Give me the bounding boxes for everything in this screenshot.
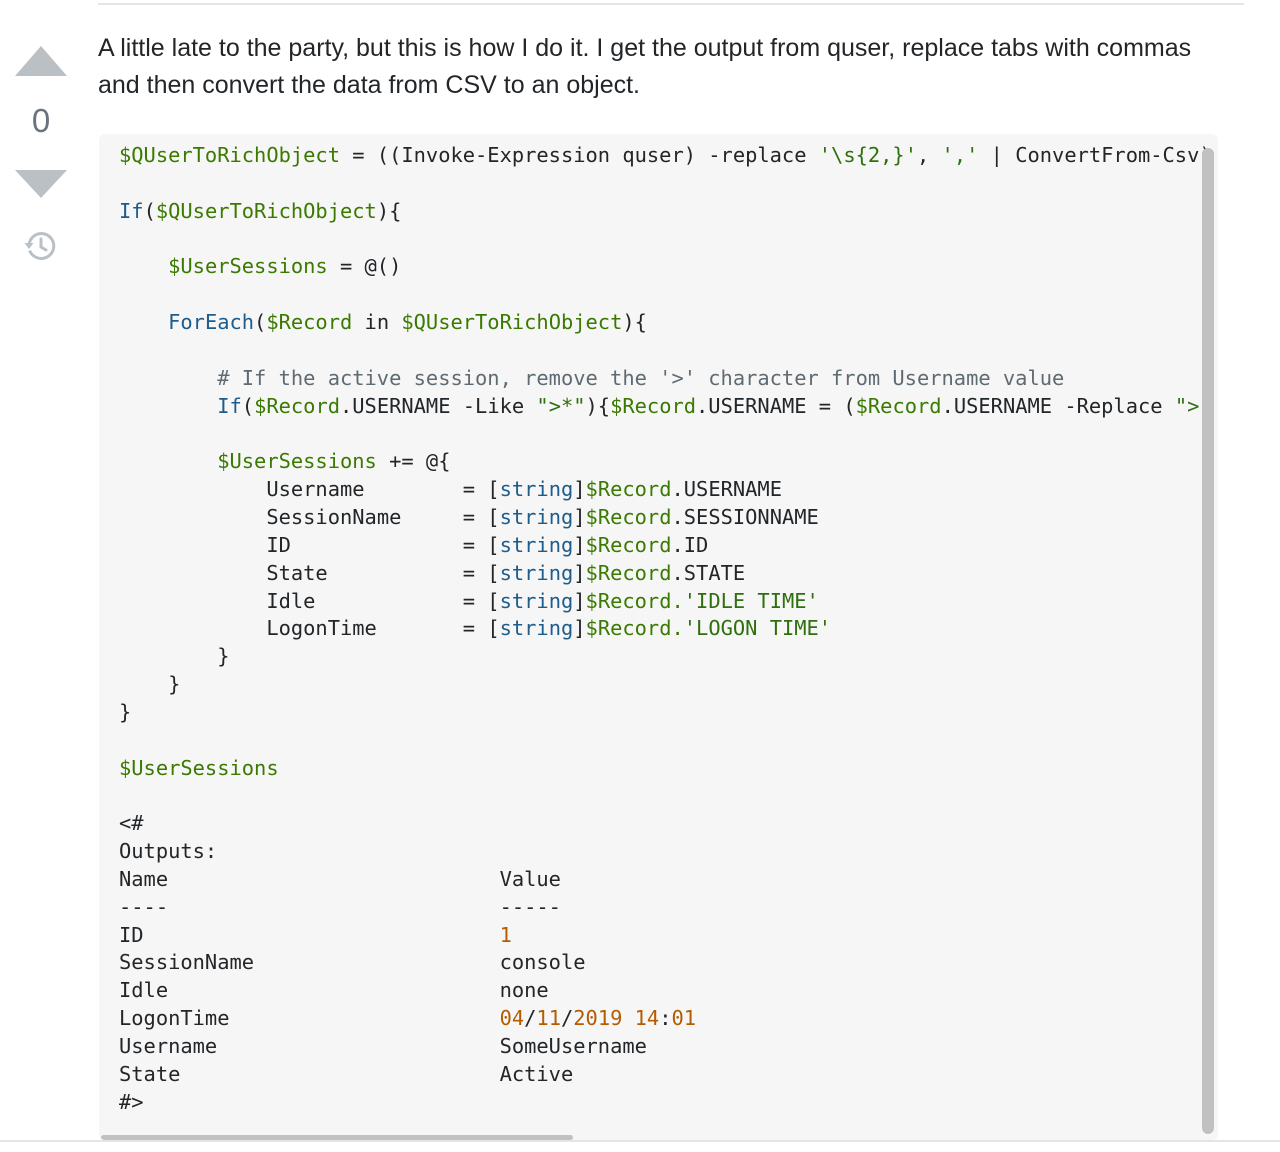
code-token: ){ <box>585 393 611 418</box>
code-token: $Record <box>266 310 353 335</box>
output-col-rule: ----- <box>499 894 561 919</box>
code-token: .USERNAME -Like <box>340 393 537 418</box>
code-token: $QUserToRichObject <box>155 198 377 223</box>
code-token: ( <box>241 393 255 418</box>
hashtable-key: SessionName <box>266 504 402 529</box>
downvote-arrow-icon[interactable] <box>15 170 67 198</box>
code-token: . <box>671 616 684 641</box>
code-token: #> <box>119 1089 144 1114</box>
output-name: ID <box>119 922 144 947</box>
upvote-arrow-icon[interactable] <box>15 46 67 76</box>
history-icon[interactable] <box>24 230 56 262</box>
code-token: 'LOGON TIME' <box>683 616 832 641</box>
output-value: 01 <box>671 1006 697 1031</box>
output-col-header: Value <box>499 866 561 891</box>
code-token: $UserSessions <box>168 254 328 279</box>
code-token: | ConvertFrom-Csv) <box>978 143 1212 167</box>
output-name: Username <box>119 1034 218 1058</box>
code-token: ">*" <box>536 393 586 418</box>
output-value: Active <box>499 1061 574 1086</box>
code-token: ( <box>254 310 267 335</box>
code-token: $QUserToRichObject <box>119 143 340 167</box>
type-token: string <box>499 588 574 613</box>
output-name: LogonTime <box>119 1006 230 1031</box>
code-token: .STATE <box>671 560 746 585</box>
code-token: .USERNAME <box>671 477 782 502</box>
output-value: none <box>499 978 549 1003</box>
code-token: Outputs: <box>119 839 218 864</box>
horizontal-scrollbar[interactable] <box>101 1135 573 1140</box>
code-token: $Record <box>585 532 672 557</box>
vertical-scrollbar[interactable] <box>1202 148 1214 1134</box>
code-comment: # If the active session, remove the '>' … <box>217 365 1065 390</box>
code-token: $Record <box>585 504 672 529</box>
output-value: 04 <box>499 1006 525 1031</box>
output-col-header: Name <box>119 866 169 891</box>
code-token: $UserSessions <box>119 755 279 780</box>
code-listing: $QUserToRichObject = ((Invoke-Expression… <box>119 143 1212 1114</box>
code-token: $QUserToRichObject <box>401 310 623 335</box>
hashtable-key: Idle <box>266 588 316 613</box>
output-value: SomeUsername <box>499 1034 647 1058</box>
output-value: console <box>499 950 586 975</box>
code-token: . <box>671 588 684 613</box>
code-token: $Record <box>585 560 672 585</box>
code-token: += @{ <box>376 449 451 474</box>
code-token: If <box>217 393 242 418</box>
hashtable-key: Username <box>266 477 365 502</box>
code-token: $Record <box>585 616 672 641</box>
code-token: , <box>916 143 942 167</box>
type-token: string <box>499 616 574 641</box>
output-value: 11 <box>536 1006 561 1031</box>
code-token: $Record <box>585 588 672 613</box>
code-token: .SESSIONNAME <box>671 504 819 529</box>
output-value: 14 <box>634 1006 660 1031</box>
code-token: 'IDLE TIME' <box>683 588 819 613</box>
code-token: $Record <box>855 393 942 418</box>
code-token: .USERNAME -Replace <box>941 393 1175 418</box>
code-token: <# <box>119 811 144 836</box>
type-token: string <box>499 560 574 585</box>
hashtable-key: LogonTime <box>266 616 377 641</box>
output-col-rule: ---- <box>119 894 169 919</box>
output-name: SessionName <box>119 950 255 975</box>
output-value: 1 <box>499 922 512 947</box>
code-token: $Record <box>610 393 697 418</box>
type-token: string <box>499 477 574 502</box>
code-token: ){ <box>376 198 402 223</box>
output-name: Idle <box>119 978 169 1003</box>
code-token: ',' <box>941 143 979 167</box>
code-token: ){ <box>622 310 647 335</box>
code-token: $Record <box>585 477 672 502</box>
code-token: $UserSessions <box>217 449 377 474</box>
code-token: in <box>352 310 402 335</box>
hashtable-key: State <box>266 560 328 585</box>
code-token: If <box>119 198 144 223</box>
code-token: .USERNAME = ( <box>696 393 856 418</box>
vote-count: 0 <box>31 102 51 139</box>
code-token: = @() <box>327 254 402 279</box>
top-divider <box>98 3 1244 5</box>
code-token: ForEach <box>168 310 255 335</box>
type-token: string <box>499 532 574 557</box>
code-token: = ((Invoke-Expression quser) -replace <box>339 143 819 167</box>
hashtable-key: ID <box>266 532 291 557</box>
type-token: string <box>499 504 574 529</box>
code-token: .ID <box>671 532 709 557</box>
output-name: State <box>119 1061 181 1086</box>
code-token: '\s{2,}' <box>818 143 917 167</box>
output-value: 2019 <box>573 1006 623 1031</box>
answer-body-text: A little late to the party, but this is … <box>98 34 1192 99</box>
bottom-divider <box>0 1140 1280 1142</box>
code-token: $Record <box>254 393 340 418</box>
code-token: ( <box>143 198 156 223</box>
code-block: $QUserToRichObject = ((Invoke-Expression… <box>99 134 1218 1140</box>
